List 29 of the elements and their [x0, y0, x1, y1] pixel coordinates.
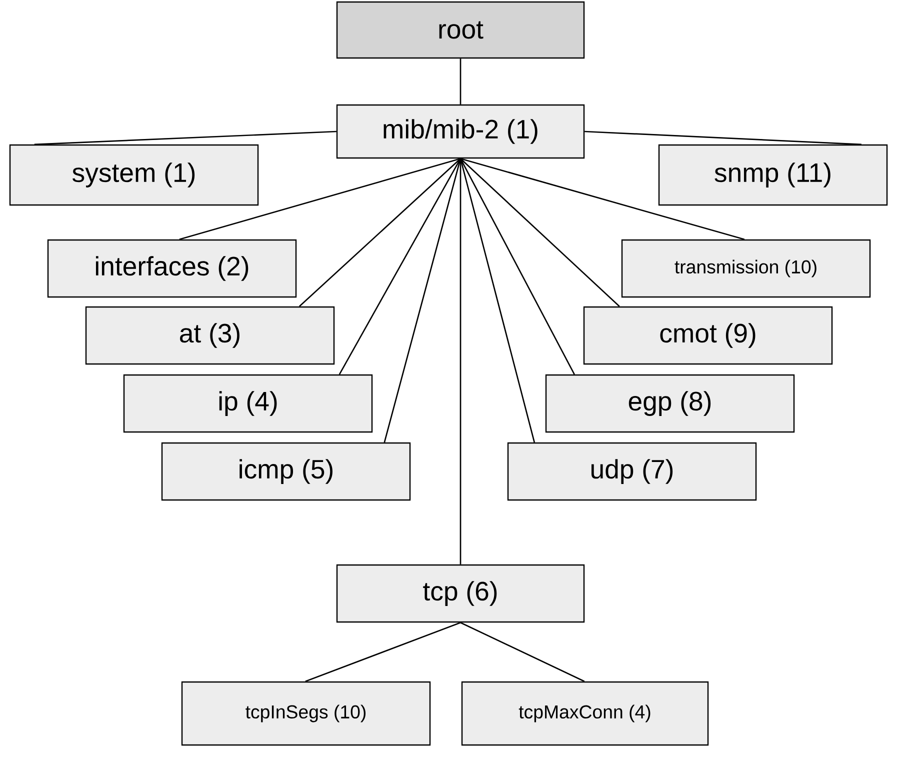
connector-line	[384, 158, 462, 443]
tree-node-box: system (1)	[9, 144, 259, 206]
tree-node-box: at (3)	[85, 306, 335, 365]
tree-node-box: ip (4)	[123, 374, 373, 433]
tree-node-box: cmot (9)	[583, 306, 833, 365]
tree-node-box: egp (8)	[545, 374, 795, 433]
connector-line	[460, 158, 620, 307]
tree-node-box: icmp (5)	[161, 442, 411, 501]
connector-line	[305, 622, 461, 682]
connector-line	[34, 130, 336, 146]
tree-node-box: transmission (10)	[621, 239, 871, 298]
connector-line	[460, 158, 745, 240]
connector-line	[460, 158, 575, 375]
connector-line	[460, 158, 536, 443]
tree-node-box: snmp (11)	[658, 144, 888, 206]
connector-line	[460, 58, 462, 104]
connector-line	[460, 158, 462, 564]
connector-line	[338, 158, 462, 375]
connector-line	[298, 158, 461, 307]
root-box: root	[336, 1, 585, 59]
tree-node-box: interfaces (2)	[47, 239, 297, 298]
tree-node-box: tcp (6)	[336, 564, 585, 623]
tree-node-box: tcpMaxConn (4)	[461, 681, 709, 746]
connector-line	[179, 158, 461, 240]
tree-node-box: udp (7)	[507, 442, 757, 501]
connector-line	[584, 130, 862, 146]
tree-node-box: mib/mib-2 (1)	[336, 104, 585, 159]
connector-line	[460, 622, 585, 682]
tree-node-box: tcpInSegs (10)	[181, 681, 431, 746]
